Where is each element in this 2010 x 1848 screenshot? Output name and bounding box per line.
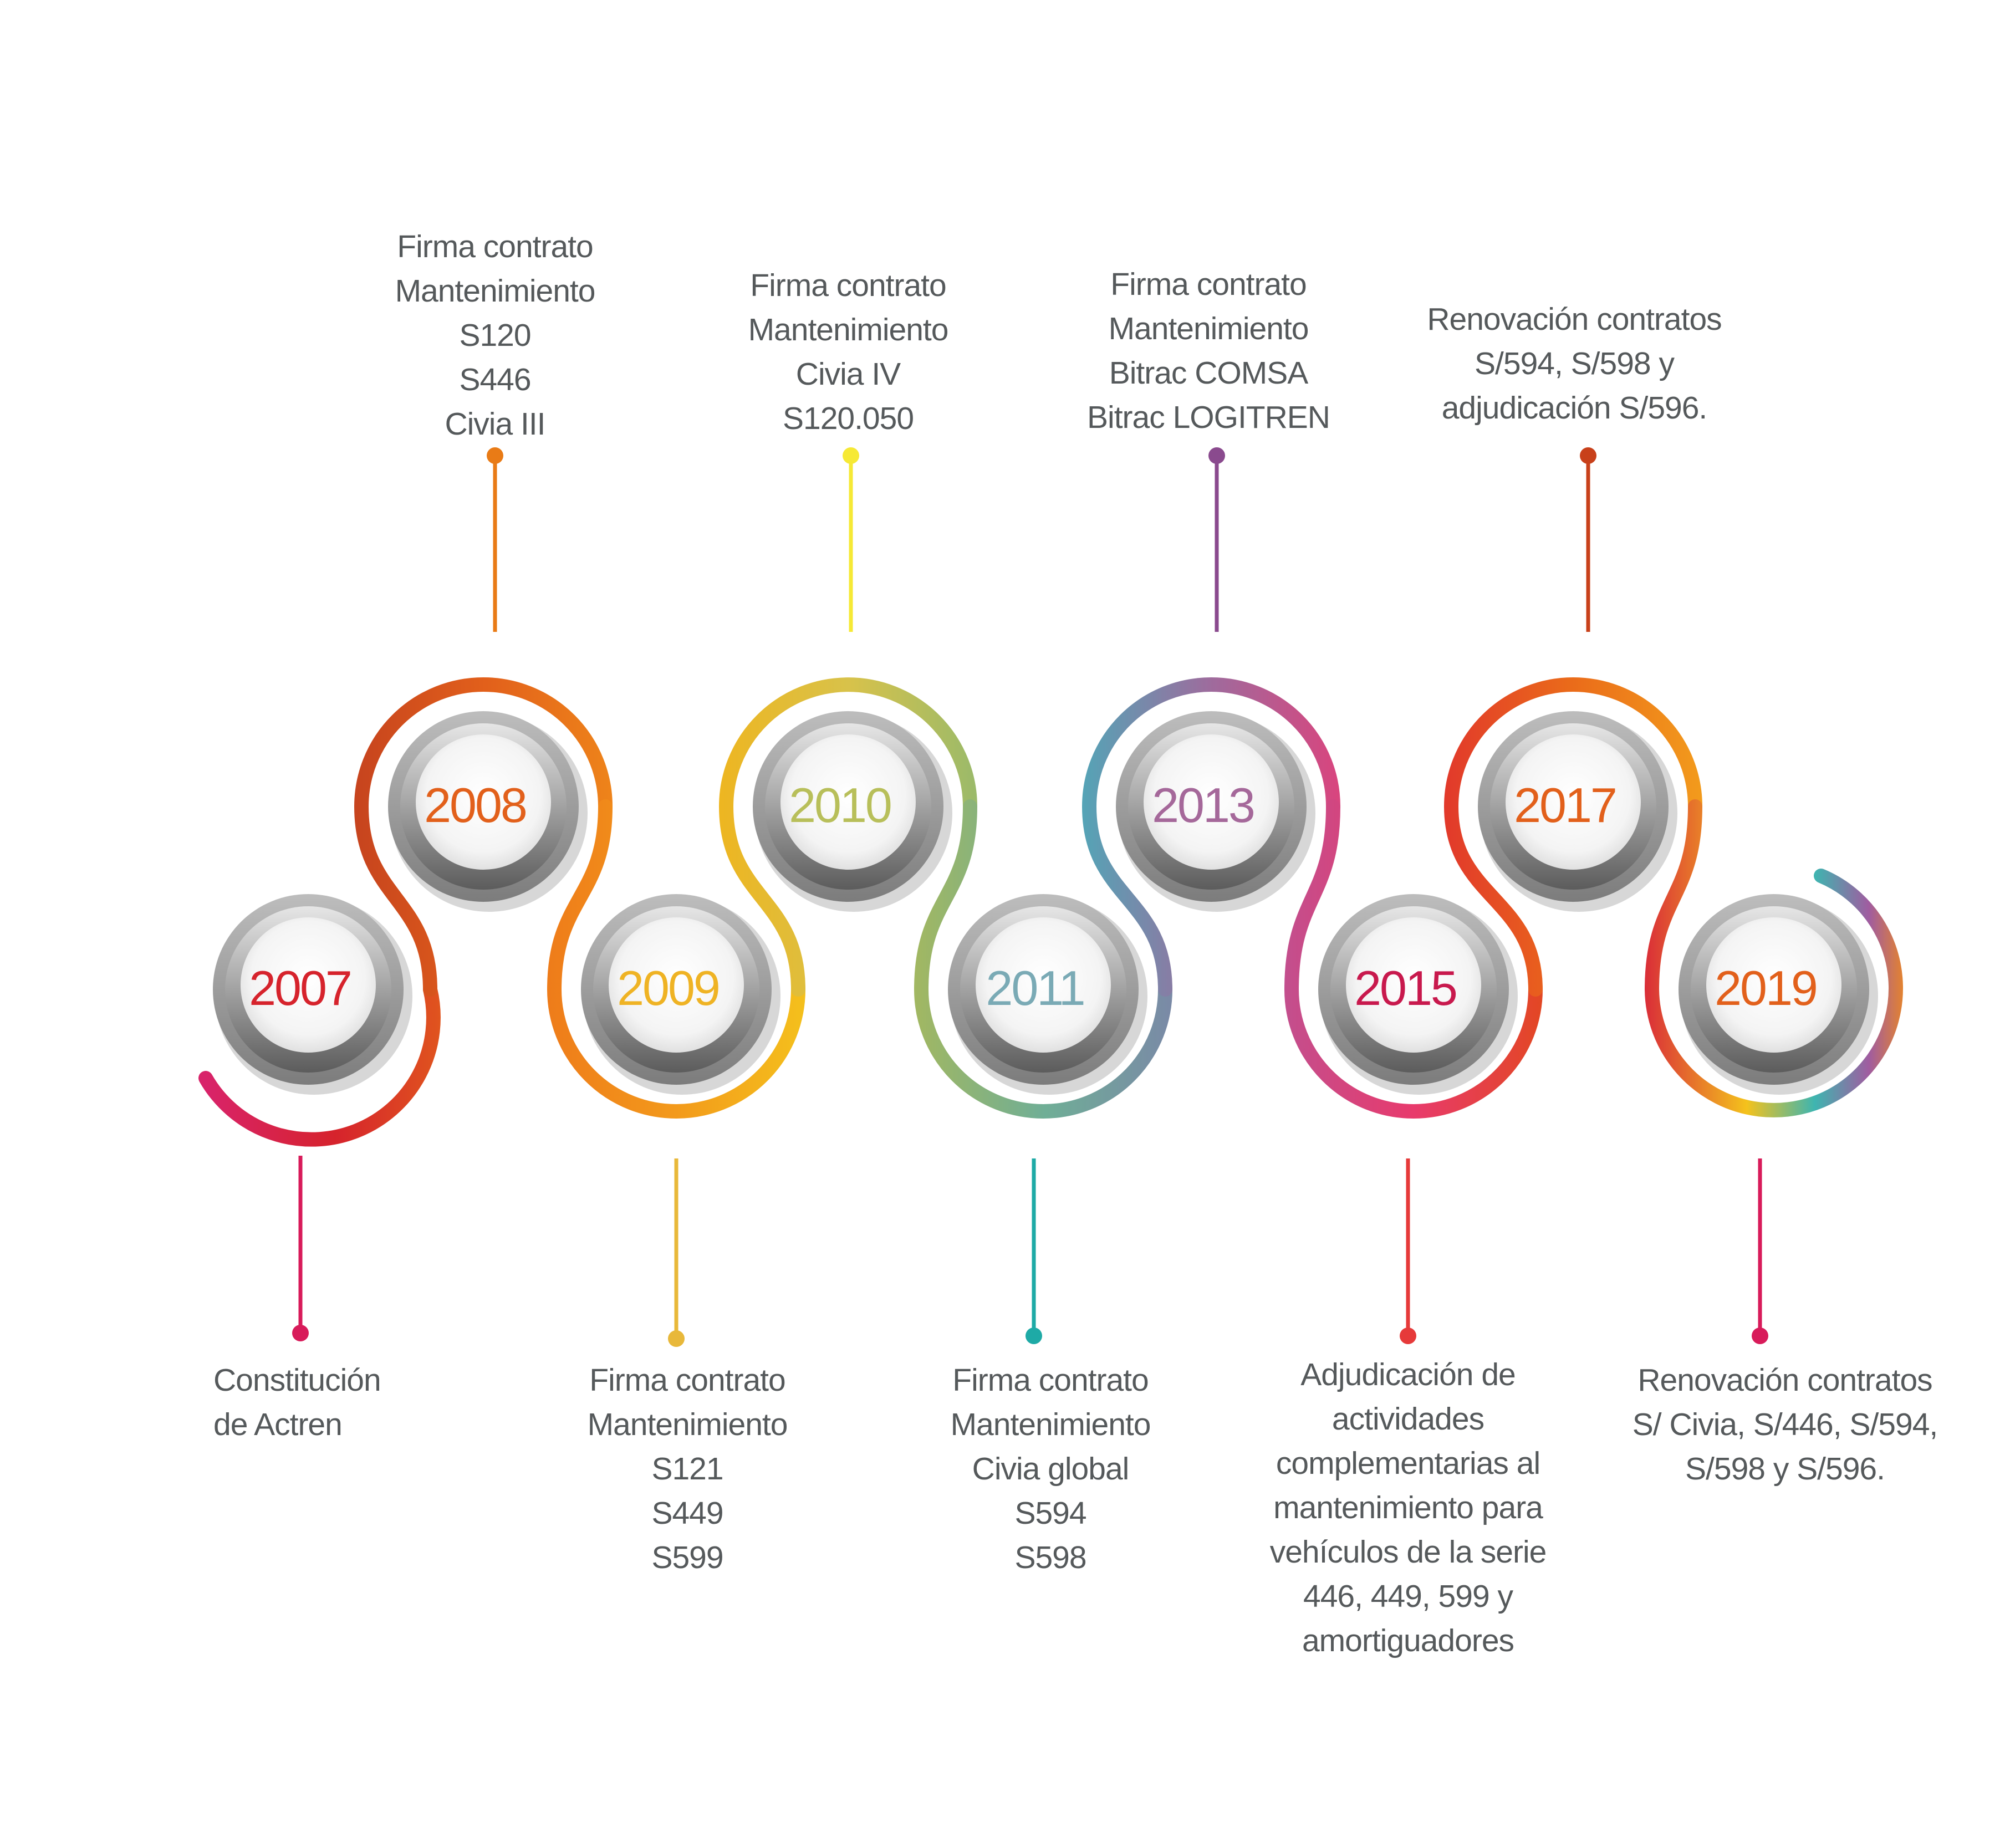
timeline-connectors — [292, 447, 1768, 1347]
disc-face — [1506, 734, 1641, 870]
milestone-caption: Constitución de Actren — [213, 1362, 381, 1442]
ribbon-connector — [1645, 799, 1702, 997]
ribbon-segment — [547, 982, 805, 1119]
year-disc: 2008 — [388, 711, 588, 912]
ribbon-segment — [719, 677, 977, 814]
ribbon-connector — [354, 799, 437, 997]
disc-face — [1346, 917, 1481, 1053]
connector-dot — [668, 1330, 685, 1347]
year-label: 2007 — [249, 961, 351, 1015]
year-label: 2013 — [1152, 778, 1254, 833]
year-label: 2015 — [1354, 961, 1456, 1015]
disc-face — [609, 917, 744, 1053]
ribbon-connector — [1444, 799, 1543, 997]
ribbon-segment — [1284, 982, 1543, 1119]
year-disc: 2013 — [1116, 711, 1315, 912]
ribbon-connector — [1082, 799, 1172, 997]
ribbon-segment — [914, 982, 1172, 1119]
year-disc: 2015 — [1318, 894, 1518, 1095]
disc-face — [416, 734, 551, 870]
ribbon-connector — [719, 799, 805, 997]
year-discs: 2007 2008 2009 2010 2011 2013 2015 2017 2019 — [213, 711, 1878, 1095]
disc-face — [1144, 734, 1279, 870]
year-label: 2008 — [424, 778, 526, 833]
milestone-caption: Renovación contratos S/ Civia, S/446, S/… — [1632, 1362, 1938, 1487]
ribbon-segment — [1444, 677, 1702, 814]
connector-dot — [1580, 447, 1596, 464]
connector-dot — [1208, 447, 1225, 464]
milestone-caption: Firma contrato Mantenimiento S121 S449 S… — [587, 1362, 788, 1575]
milestone-caption: Firma contrato Mantenimiento S120 S446 C… — [395, 229, 596, 442]
milestone-caption: Firma contrato Mantenimiento Bitrac COMS… — [1087, 267, 1330, 435]
ribbon-segment — [1645, 869, 1903, 1117]
disc-face — [780, 734, 916, 870]
year-disc: 2010 — [753, 711, 952, 912]
timeline-ribbon — [198, 677, 1903, 1147]
connector-dot — [1400, 1328, 1416, 1344]
connector-dot — [292, 1325, 309, 1341]
milestone-caption: Firma contrato Mantenimiento Civia IV S1… — [748, 268, 949, 436]
year-label: 2019 — [1715, 961, 1817, 1015]
year-label: 2009 — [617, 961, 719, 1015]
ribbon-connector — [547, 799, 613, 997]
milestone-caption: Firma contrato Mantenimiento Civia globa… — [950, 1362, 1151, 1575]
ribbon-segment — [1082, 677, 1340, 814]
year-label: 2010 — [789, 778, 891, 833]
disc-face — [241, 917, 376, 1053]
disc-face — [976, 917, 1111, 1053]
year-disc: 2007 — [213, 894, 412, 1095]
year-disc: 2017 — [1478, 711, 1677, 912]
ribbon-connector — [914, 799, 977, 997]
disc-face — [1706, 917, 1841, 1053]
connector-dot — [1752, 1328, 1768, 1344]
connector-dot — [487, 447, 503, 464]
ribbon-segment — [354, 677, 613, 814]
ribbon-connector — [1284, 799, 1340, 997]
milestone-caption: Adjudicación de actividades complementar… — [1269, 1357, 1547, 1658]
year-disc: 2019 — [1679, 894, 1878, 1095]
year-label: 2011 — [986, 961, 1084, 1015]
year-disc: 2011 — [948, 894, 1147, 1095]
milestone-caption: Renovación contratos S/594, S/598 y adju… — [1427, 302, 1722, 426]
year-label: 2017 — [1514, 778, 1616, 833]
connector-dot — [843, 447, 859, 464]
connector-dot — [1026, 1328, 1042, 1344]
ribbon-segment — [198, 982, 441, 1147]
year-disc: 2009 — [581, 894, 780, 1095]
